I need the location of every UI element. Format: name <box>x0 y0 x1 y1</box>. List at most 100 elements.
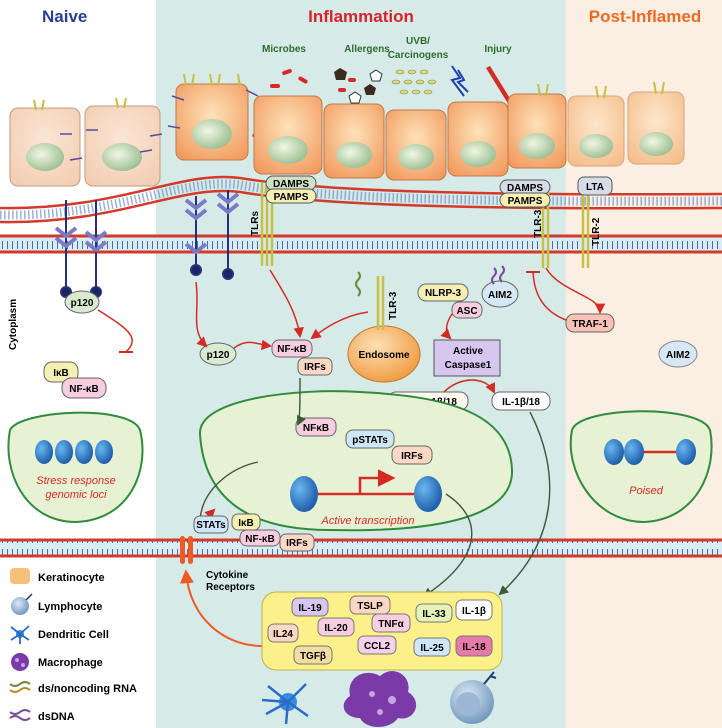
irfs-nuclear-pill <box>391 445 433 465</box>
damps-pamps-pill-2 <box>499 179 551 208</box>
naive-nucleus-text-1: Stress response <box>36 475 115 487</box>
cytokine-il33: IL-33 <box>422 609 446 620</box>
inflamed-keratinocyte-3 <box>323 103 385 179</box>
nlrp3-label: NLRP-3 <box>425 288 462 299</box>
allergens-icon <box>334 68 383 104</box>
irfs-lower-label: IRFs <box>286 538 308 549</box>
cytokine-il20: IL-20 <box>324 623 348 634</box>
ikb-naive-label: IκB <box>53 368 69 379</box>
endosome-rna <box>355 271 361 297</box>
naive-title: Naive <box>42 7 87 26</box>
naive-nucleus-text-2: genomic loci <box>45 489 107 501</box>
aim2-post-label: AIM2 <box>666 350 690 361</box>
inflammation-receptors <box>184 190 240 280</box>
aim2-dna <box>491 265 505 285</box>
aim2-label: AIM2 <box>488 290 512 301</box>
legend-macrophage: Macrophage <box>38 657 103 669</box>
allergens-label: Allergens <box>344 44 390 55</box>
post-keratinocyte-1 <box>567 95 625 167</box>
cytoplasm-label: Cytoplasm <box>8 299 19 350</box>
tlr3-endosome-receptor <box>376 276 385 330</box>
post-keratinocyte-2 <box>627 91 685 165</box>
legend-keratinocyte-icon <box>10 568 30 584</box>
transcription-arrow <box>358 469 396 494</box>
cell-membrane <box>0 234 722 254</box>
cytokine-tnfa: TNFα <box>378 619 404 630</box>
arrow-nfkb-nucleus <box>297 377 306 426</box>
pstats-nuclear-pill <box>345 429 395 449</box>
caspase1-label-1: Active <box>453 346 483 357</box>
p120-naive-node <box>64 290 100 314</box>
tlrs-label: TLRs <box>250 211 261 236</box>
cytokine-receptors-label-1: Cytokine <box>206 570 249 581</box>
traf1-pill <box>565 313 615 333</box>
microbes-label: Microbes <box>262 44 306 55</box>
legend: Keratinocyte Lymphocyte Dendritic Cell M… <box>9 568 137 723</box>
naive-nucleus <box>7 411 144 524</box>
uvb-carcinogens-icon <box>391 69 437 95</box>
damps-label-2: DAMPS <box>507 183 543 194</box>
nfkb-nuclear-label: NFκB <box>303 423 329 434</box>
arrow-asc-caspase <box>440 313 453 340</box>
nfkb-lower-label: NF-κB <box>245 534 274 545</box>
cytokine-il19: IL-19 <box>298 603 322 614</box>
poised-label: Poised <box>629 485 664 497</box>
legend-rna: ds/noncoding RNA <box>38 683 137 695</box>
stats-pill <box>193 515 229 534</box>
inflamed-keratinocyte-5 <box>447 101 509 177</box>
asc-pill <box>451 301 483 319</box>
irfs-nuclear-label: IRFs <box>401 451 423 462</box>
legend-lymphocyte-icon <box>11 593 33 615</box>
cytokine-receptor <box>180 536 193 564</box>
irfs-infl-pill <box>297 357 333 376</box>
inflamed-keratinocyte-6 <box>507 93 567 169</box>
il-mature-label: IL-1β/18 <box>502 397 540 408</box>
naive-receptors <box>54 200 108 298</box>
pamps-label-1: PAMPS <box>274 192 309 203</box>
ikb-lower-label: IκB <box>238 518 254 529</box>
endosome-label: Endosome <box>358 350 410 361</box>
lymphocyte-illustration <box>450 671 497 724</box>
dendritic-cell-illustration <box>261 683 309 725</box>
lower-membrane <box>0 538 722 558</box>
stats-label: STATs <box>196 520 226 531</box>
tlr2-receptor <box>581 190 590 268</box>
nucleosome-2 <box>414 476 442 512</box>
active-transcription-label: Active transcription <box>321 515 415 527</box>
p120-infl-node <box>199 342 237 366</box>
injury-label: Injury <box>484 44 512 55</box>
lta-pill <box>577 176 613 196</box>
arrow-p120-nfkb <box>233 339 273 351</box>
asc-label: ASC <box>456 306 477 317</box>
cytokine-il18: IL-18 <box>462 642 486 653</box>
inflammation-nucleus <box>198 390 514 532</box>
p120-naive-label: p120 <box>71 298 94 309</box>
inflamed-keratinocyte-2 <box>253 95 323 175</box>
ikb-nfkb-naive-complex <box>43 361 107 399</box>
arrow-il-cytokines <box>498 411 551 596</box>
nucleosome-1 <box>290 476 318 512</box>
tlr3-endosome-label: TLR-3 <box>388 291 399 320</box>
legend-dsdna: dsDNA <box>38 711 75 723</box>
caspase1-box <box>433 339 501 377</box>
arrow-cytokines-receptor <box>179 569 263 647</box>
legend-dendritic-icon <box>10 625 30 644</box>
uvb-label: UVB/ <box>406 36 430 47</box>
poised-nucleosome-3 <box>676 439 696 465</box>
irfs-infl-label: IRFs <box>304 362 326 373</box>
macrophage-illustration <box>343 671 417 727</box>
legend-lymphocyte: Lymphocyte <box>38 601 102 613</box>
arrow-transcription-cytokines <box>422 493 473 598</box>
cytokine-il25: IL-25 <box>420 643 444 654</box>
poised-nucleosome-1 <box>604 439 624 465</box>
post-inflamed-title: Post-Inflamed <box>589 7 701 26</box>
pamps-label-2: PAMPS <box>508 196 543 207</box>
arrow-receptor-p120 <box>195 281 208 348</box>
caspase1-label-2: Caspase1 <box>445 360 492 371</box>
cytokine-il24: IL24 <box>273 629 293 640</box>
traf1-label: TRAF-1 <box>572 319 608 330</box>
poised-nucleosome-2 <box>624 439 644 465</box>
legend-dendritic: Dendritic Cell <box>38 629 109 641</box>
legend-macrophage-icon <box>11 653 29 671</box>
inhibit-traf1-tlr3 <box>532 271 567 321</box>
